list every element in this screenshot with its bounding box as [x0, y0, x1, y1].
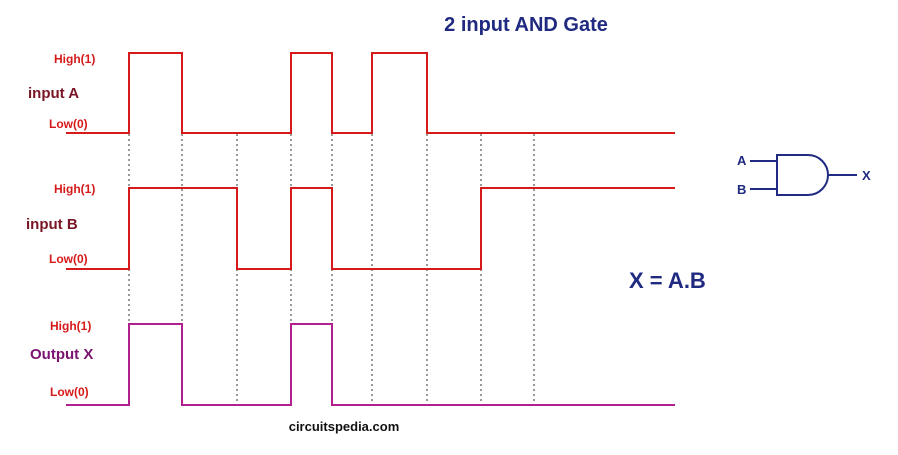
output-x-row: High(1) Output X Low(0)	[30, 319, 675, 406]
signal-a-waveform	[66, 52, 675, 134]
output-x-waveform	[66, 323, 675, 406]
signal-b-name: input B	[26, 216, 78, 233]
signal-b-high-label: High(1)	[54, 182, 95, 196]
signal-b-waveform	[66, 187, 675, 270]
output-x-high-label: High(1)	[50, 319, 91, 333]
output-x-name: Output X	[30, 346, 93, 363]
and-gate-body	[776, 154, 829, 196]
signal-a-low-label: Low(0)	[49, 117, 88, 131]
signal-b-low-label: Low(0)	[49, 252, 88, 266]
and-gate-symbol: A B X	[737, 153, 871, 197]
gate-pin-a-label: A	[737, 153, 747, 168]
signal-a-high-label: High(1)	[54, 52, 95, 66]
signal-a-name: input A	[28, 85, 79, 102]
diagram-title: 2 input AND Gate	[444, 14, 608, 36]
output-x-low-label: Low(0)	[50, 385, 89, 399]
site-credit: circuitspedia.com	[289, 419, 400, 434]
signal-a-row: High(1) input A Low(0)	[28, 52, 675, 134]
signal-b-row: High(1) input B Low(0)	[26, 182, 675, 270]
gate-pin-b-label: B	[737, 182, 746, 197]
boolean-equation: X = A.B	[629, 268, 706, 293]
gate-pin-x-label: X	[862, 168, 871, 183]
